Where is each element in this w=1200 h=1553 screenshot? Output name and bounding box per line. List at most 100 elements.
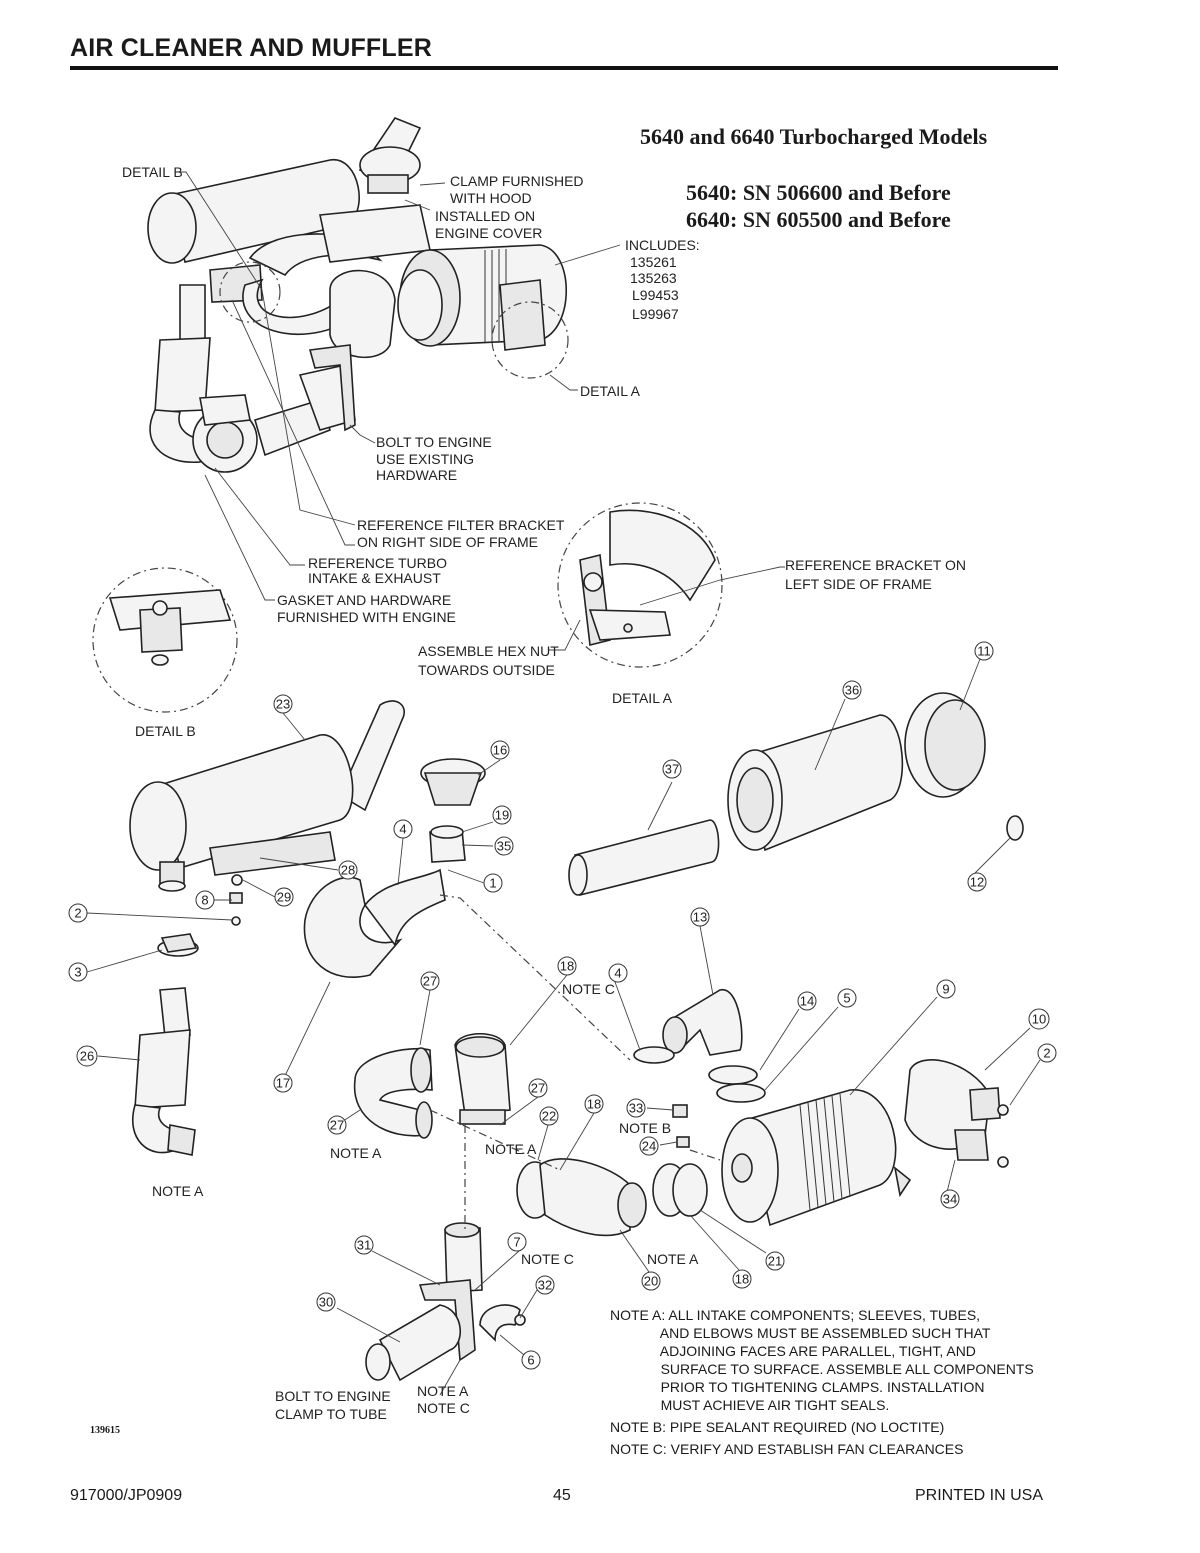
callout-25: 26	[76, 1045, 98, 1067]
svg-text:12: 12	[970, 875, 984, 890]
models-heading: 5640 and 6640 Turbocharged Models	[640, 124, 988, 149]
sn-6640: 6640: SN 605500 and Before	[686, 207, 951, 232]
callout-11: 11	[974, 641, 994, 661]
ref-turbo-line1: REFERENCE TURBO	[308, 555, 447, 571]
svg-text:27: 27	[330, 1118, 344, 1133]
assembled-view	[147, 117, 569, 473]
callout-34: 34	[940, 1189, 960, 1209]
callout-16: 17	[273, 1073, 293, 1093]
svg-text:37: 37	[665, 762, 679, 777]
svg-text:17: 17	[276, 1076, 290, 1091]
includes-part-4: L99967	[632, 306, 679, 322]
svg-text:27: 27	[531, 1081, 545, 1096]
svg-text:18: 18	[560, 959, 574, 974]
includes-part-3: L99453	[632, 287, 679, 303]
callout-22: 22	[539, 1106, 559, 1126]
callout-31: 31	[354, 1235, 374, 1255]
note-line: SURFACE TO SURFACE. ASSEMBLE ALL COMPONE…	[610, 1361, 1034, 1377]
callout-4: 4	[393, 819, 413, 839]
detail-b-caption: DETAIL B	[135, 723, 196, 739]
svg-text:23: 23	[276, 697, 290, 712]
page-title: AIR CLEANER AND MUFFLER	[70, 34, 432, 62]
callout-29: 29	[274, 887, 294, 907]
svg-text:5: 5	[843, 991, 850, 1006]
svg-text:2: 2	[1043, 1046, 1050, 1061]
svg-text:11: 11	[977, 644, 991, 659]
note-a-label-1: NOTE A	[330, 1145, 382, 1161]
note-a-label-2: NOTE A	[152, 1183, 204, 1199]
bolt-clamp-line1: BOLT TO ENGINE	[275, 1388, 391, 1404]
callout-32: 32	[535, 1275, 555, 1295]
callout-37: 37	[662, 759, 682, 779]
clamp-callout-line2: WITH HOOD	[450, 190, 532, 206]
svg-text:8: 8	[201, 893, 208, 908]
clamp-callout-line1: CLAMP FURNISHED	[450, 173, 584, 189]
includes-part-2: 135263	[630, 270, 677, 286]
svg-text:20: 20	[644, 1274, 658, 1289]
callout-36: 36	[842, 680, 862, 700]
svg-text:14: 14	[800, 994, 814, 1009]
note-c-label-3: NOTE C	[417, 1400, 470, 1416]
callout-14: 14	[797, 991, 817, 1011]
exploded-view	[129, 692, 1024, 1382]
callout-27a: 27	[420, 971, 440, 991]
svg-text:31: 31	[357, 1238, 371, 1253]
svg-text:7: 7	[513, 1235, 520, 1250]
callout-1: 1	[483, 873, 503, 893]
svg-text:21: 21	[768, 1254, 782, 1269]
svg-text:33: 33	[629, 1101, 643, 1116]
svg-text:9: 9	[942, 982, 949, 997]
sn-5640: 5640: SN 506600 and Before	[686, 180, 951, 205]
gasket-line1: GASKET AND HARDWARE	[277, 592, 451, 608]
includes-label: INCLUDES:	[625, 237, 700, 253]
svg-text:2: 2	[74, 906, 81, 921]
installed-callout-line1: INSTALLED ON	[435, 208, 535, 224]
callout-21: 21	[765, 1251, 785, 1271]
callout-2b: 2	[1037, 1043, 1057, 1063]
callout-15: 16	[490, 740, 510, 760]
ref-filter-line1: REFERENCE FILTER BRACKET	[357, 517, 565, 533]
callout-6: 6	[521, 1350, 541, 1370]
svg-text:4: 4	[399, 822, 406, 837]
part-number-bubbles: 23 16 19 35 1 4 28 29 8 2 3 26 17 27 27 …	[68, 641, 1057, 1370]
svg-text:26: 26	[80, 1049, 94, 1064]
svg-text:18: 18	[587, 1097, 601, 1112]
callout-23: 23	[273, 694, 293, 714]
detail-b-callout: DETAIL B	[122, 164, 183, 180]
callout-24: 24	[639, 1136, 659, 1156]
note-c-label-1: NOTE C	[562, 981, 615, 997]
callout-18b: 18	[732, 1269, 752, 1289]
includes-part-1: 135261	[630, 254, 677, 270]
svg-text:32: 32	[538, 1278, 552, 1293]
svg-text:35: 35	[497, 839, 511, 854]
callout-12: 12	[967, 872, 987, 892]
ref-bracket-line1: REFERENCE BRACKET ON	[785, 557, 966, 573]
svg-text:3: 3	[74, 965, 81, 980]
footer-printed: PRINTED IN USA	[915, 1487, 1044, 1504]
svg-text:34: 34	[943, 1192, 957, 1207]
svg-text:29: 29	[277, 890, 291, 905]
footer-page-number: 45	[553, 1487, 571, 1504]
gasket-line2: FURNISHED WITH ENGINE	[277, 609, 456, 625]
footer-doc-number: 917000/JP0909	[70, 1487, 183, 1504]
bolt-callout-line1: BOLT TO ENGINE	[376, 434, 492, 450]
ref-bracket-line2: LEFT SIDE OF FRAME	[785, 576, 932, 592]
callout-26: 27	[327, 1115, 347, 1135]
bolt-callout-line3: HARDWARE	[376, 467, 457, 483]
svg-text:16: 16	[493, 743, 507, 758]
callout-19: 19	[492, 805, 512, 825]
bolt-callout-line2: USE EXISTING	[376, 451, 474, 467]
note-line: AND ELBOWS MUST BE ASSEMBLED SUCH THAT	[610, 1325, 991, 1341]
note-line: NOTE C: VERIFY AND ESTABLISH FAN CLEARAN…	[610, 1441, 964, 1457]
svg-text:10: 10	[1032, 1012, 1046, 1027]
ref-filter-line2: ON RIGHT SIDE OF FRAME	[357, 534, 538, 550]
callout-20: 20	[641, 1271, 661, 1291]
drawing-id: 139615	[90, 1425, 120, 1436]
note-a-label-3: NOTE A	[485, 1141, 537, 1157]
callout-9: 9	[936, 979, 956, 999]
installed-callout-line2: ENGINE COVER	[435, 225, 542, 241]
callout-7: 7	[507, 1232, 527, 1252]
detail-a-caption: DETAIL A	[612, 690, 673, 706]
callout-27b: 27	[528, 1078, 548, 1098]
